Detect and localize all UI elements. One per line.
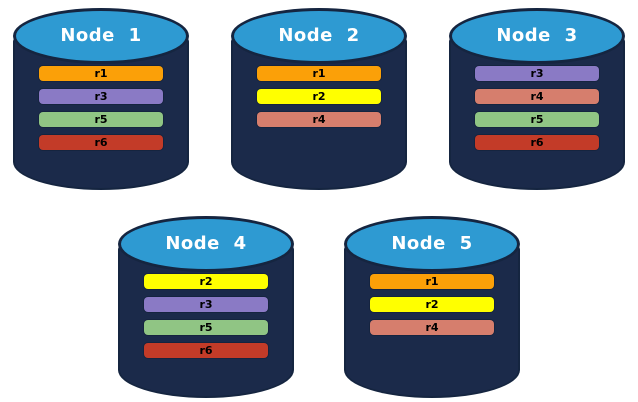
- record-bar-r5: r5: [475, 112, 599, 127]
- record-label: r4: [312, 113, 326, 126]
- node-title: Node 1: [60, 24, 142, 46]
- record-list: r3 r4 r5 r6: [449, 66, 625, 150]
- record-label: r2: [199, 275, 213, 288]
- record-label: r2: [312, 90, 326, 103]
- cylinder-top: Node 3: [449, 8, 625, 64]
- record-label: r5: [94, 113, 108, 126]
- record-label: r1: [312, 67, 326, 80]
- record-bar-r6: r6: [475, 135, 599, 150]
- record-label: r4: [425, 321, 439, 334]
- record-bar-r5: r5: [144, 320, 268, 335]
- cylinder-top: Node 1: [13, 8, 189, 64]
- record-label: r2: [425, 298, 439, 311]
- record-bar-r3: r3: [475, 66, 599, 81]
- record-list: r2 r3 r5 r6: [118, 274, 294, 358]
- record-label: r6: [199, 344, 213, 357]
- cylinder-top: Node 2: [231, 8, 407, 64]
- record-label: r1: [94, 67, 108, 80]
- record-bar-r1: r1: [257, 66, 381, 81]
- record-label: r3: [530, 67, 544, 80]
- record-label: r6: [94, 136, 108, 149]
- node-row-bottom: Node 4 r2 r3 r5 r6 Node 5 r1 r2 r4: [0, 216, 638, 398]
- record-bar-r6: r6: [144, 343, 268, 358]
- record-bar-r4: r4: [475, 89, 599, 104]
- record-bar-r2: r2: [257, 89, 381, 104]
- record-bar-r3: r3: [39, 89, 163, 104]
- record-bar-r1: r1: [370, 274, 494, 289]
- database-node-5: Node 5 r1 r2 r4: [344, 216, 520, 398]
- record-label: r5: [530, 113, 544, 126]
- database-node-4: Node 4 r2 r3 r5 r6: [118, 216, 294, 398]
- cylinder-top: Node 5: [344, 216, 520, 272]
- node-title: Node 5: [391, 232, 473, 254]
- database-node-2: Node 2 r1 r2 r4: [231, 8, 407, 190]
- record-list: r1 r2 r4: [344, 274, 520, 335]
- record-bar-r2: r2: [370, 297, 494, 312]
- record-list: r1 r3 r5 r6: [13, 66, 189, 150]
- cylinder-top: Node 4: [118, 216, 294, 272]
- record-label: r4: [530, 90, 544, 103]
- record-label: r3: [199, 298, 213, 311]
- database-node-3: Node 3 r3 r4 r5 r6: [449, 8, 625, 190]
- node-title: Node 2: [278, 24, 360, 46]
- record-label: r3: [94, 90, 108, 103]
- record-label: r5: [199, 321, 213, 334]
- database-node-1: Node 1 r1 r3 r5 r6: [13, 8, 189, 190]
- record-bar-r1: r1: [39, 66, 163, 81]
- record-bar-r4: r4: [370, 320, 494, 335]
- node-title: Node 4: [165, 232, 247, 254]
- record-bar-r4: r4: [257, 112, 381, 127]
- record-bar-r6: r6: [39, 135, 163, 150]
- node-title: Node 3: [496, 24, 578, 46]
- record-bar-r3: r3: [144, 297, 268, 312]
- record-list: r1 r2 r4: [231, 66, 407, 127]
- record-label: r6: [530, 136, 544, 149]
- record-bar-r5: r5: [39, 112, 163, 127]
- record-bar-r2: r2: [144, 274, 268, 289]
- record-label: r1: [425, 275, 439, 288]
